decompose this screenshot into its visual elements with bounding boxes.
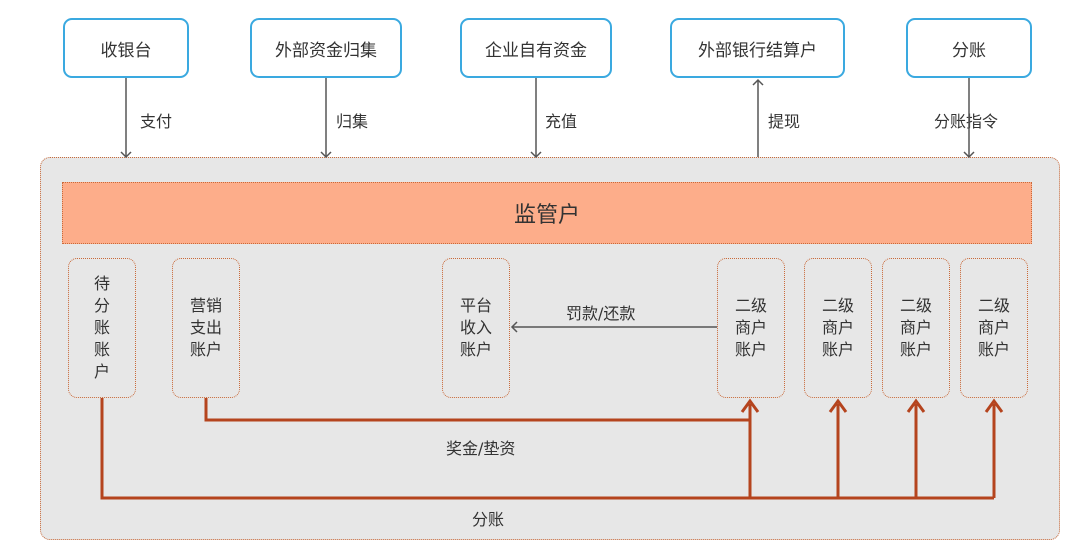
platform-income-account: 平台 收入 账户 <box>442 258 510 398</box>
split-flow-line <box>100 398 994 500</box>
split-instruction-label: 分账指令 <box>934 112 999 131</box>
secondary-merchant-account-3: 二级 商户 账户 <box>882 258 950 398</box>
pay-label: 支付 <box>140 112 173 131</box>
merchant-3-arrowhead <box>906 398 926 413</box>
withdraw-label: 提现 <box>768 112 801 131</box>
penalty-repayment-label: 罚款/还款 <box>566 304 636 323</box>
recharge-label: 充值 <box>545 112 578 131</box>
external-collection-box: 外部资金归集 <box>250 18 402 78</box>
split-box: 分账 <box>906 18 1032 78</box>
secondary-merchant-account-4: 二级 商户 账户 <box>960 258 1028 398</box>
merchant-4-arrowhead <box>984 398 1004 413</box>
split-flow-label: 分账 <box>472 510 505 529</box>
merchant-1-arrowhead <box>740 398 760 413</box>
cashier-box: 收银台 <box>63 18 189 78</box>
secondary-merchant-account-1: 二级 商户 账户 <box>717 258 785 398</box>
marketing-expense-account: 营销 支出 账户 <box>172 258 240 398</box>
bonus-advance-line <box>204 398 750 422</box>
bonus-advance-label: 奖金/垫资 <box>446 439 516 458</box>
supervisor-account: 监管户 <box>62 182 1032 244</box>
pending-split-account: 待 分 账 账 户 <box>68 258 136 398</box>
merchant-2-arrowhead <box>828 398 848 413</box>
enterprise-funds-box: 企业自有资金 <box>460 18 612 78</box>
external-bank-settlement-box: 外部银行结算户 <box>670 18 845 78</box>
collect-label: 归集 <box>336 112 369 131</box>
secondary-merchant-account-2: 二级 商户 账户 <box>804 258 872 398</box>
